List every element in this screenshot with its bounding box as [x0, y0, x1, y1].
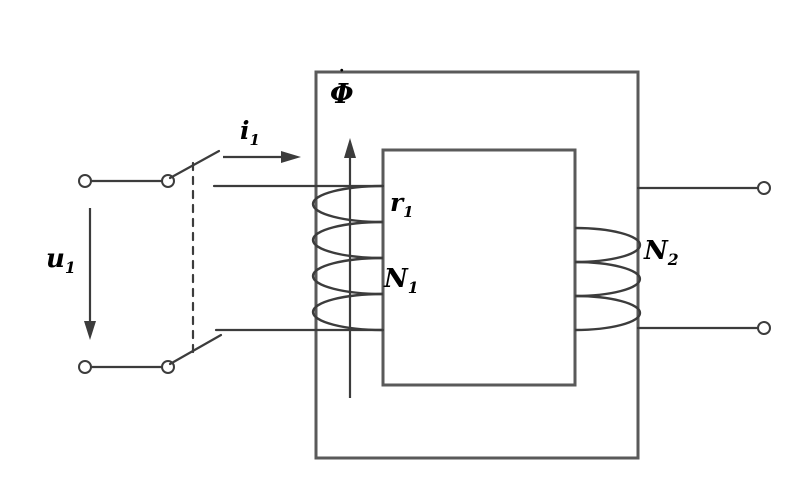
output-terminal-top-right — [757, 181, 771, 195]
output-terminal-bottom-right — [757, 321, 771, 335]
current-arrowhead-icon — [281, 151, 301, 163]
voltage-subscript: 1 — [64, 258, 76, 278]
secondary-winding — [574, 226, 642, 332]
secondary-turns-symbol: N — [644, 236, 668, 266]
current-subscript: 1 — [249, 131, 260, 149]
voltage-arrowhead-icon — [84, 321, 96, 340]
switch-blade-bottom[interactable] — [168, 333, 223, 366]
primary-turns-subscript: 1 — [407, 278, 419, 298]
flux-dot-accent: ˙ — [336, 65, 347, 89]
current-symbol: i — [240, 116, 250, 145]
flux-symbol: Φ — [330, 79, 354, 110]
flux-arrow — [344, 138, 356, 398]
flux-arrowhead-icon — [344, 138, 356, 158]
voltage-symbol: u — [46, 244, 65, 274]
input-terminal-bottom-left — [78, 360, 92, 374]
voltage-arrow — [84, 208, 96, 340]
secondary-turns-subscript: 2 — [667, 250, 679, 270]
primary-turns-symbol: N — [384, 264, 408, 294]
secondary-turn — [574, 226, 642, 264]
resistance-label: r1 — [390, 190, 414, 220]
secondary-turn — [574, 294, 642, 332]
primary-turn — [311, 256, 384, 296]
voltage-label: u1 — [46, 246, 76, 276]
secondary-turn — [574, 260, 642, 298]
switch-blade-top[interactable] — [168, 149, 221, 180]
switch[interactable] — [168, 149, 223, 366]
resistance-subscript: 1 — [403, 203, 414, 221]
current-label: i1 — [240, 118, 260, 148]
transformer-core — [314, 70, 640, 460]
wires — [89, 179, 760, 369]
primary-turn — [311, 220, 384, 260]
current-arrow — [223, 151, 301, 163]
primary-winding — [311, 184, 384, 332]
primary-turns-label: N1 — [384, 266, 419, 296]
core-window — [381, 148, 577, 387]
secondary-turns-label: N2 — [644, 238, 679, 268]
input-terminal-top-left — [78, 174, 92, 188]
flux-label: ˙ Φ — [330, 65, 354, 110]
resistance-symbol: r — [390, 188, 404, 217]
output-terminals — [757, 181, 771, 335]
primary-turn — [311, 184, 384, 224]
primary-turn — [311, 292, 384, 332]
input-terminals — [78, 174, 175, 374]
